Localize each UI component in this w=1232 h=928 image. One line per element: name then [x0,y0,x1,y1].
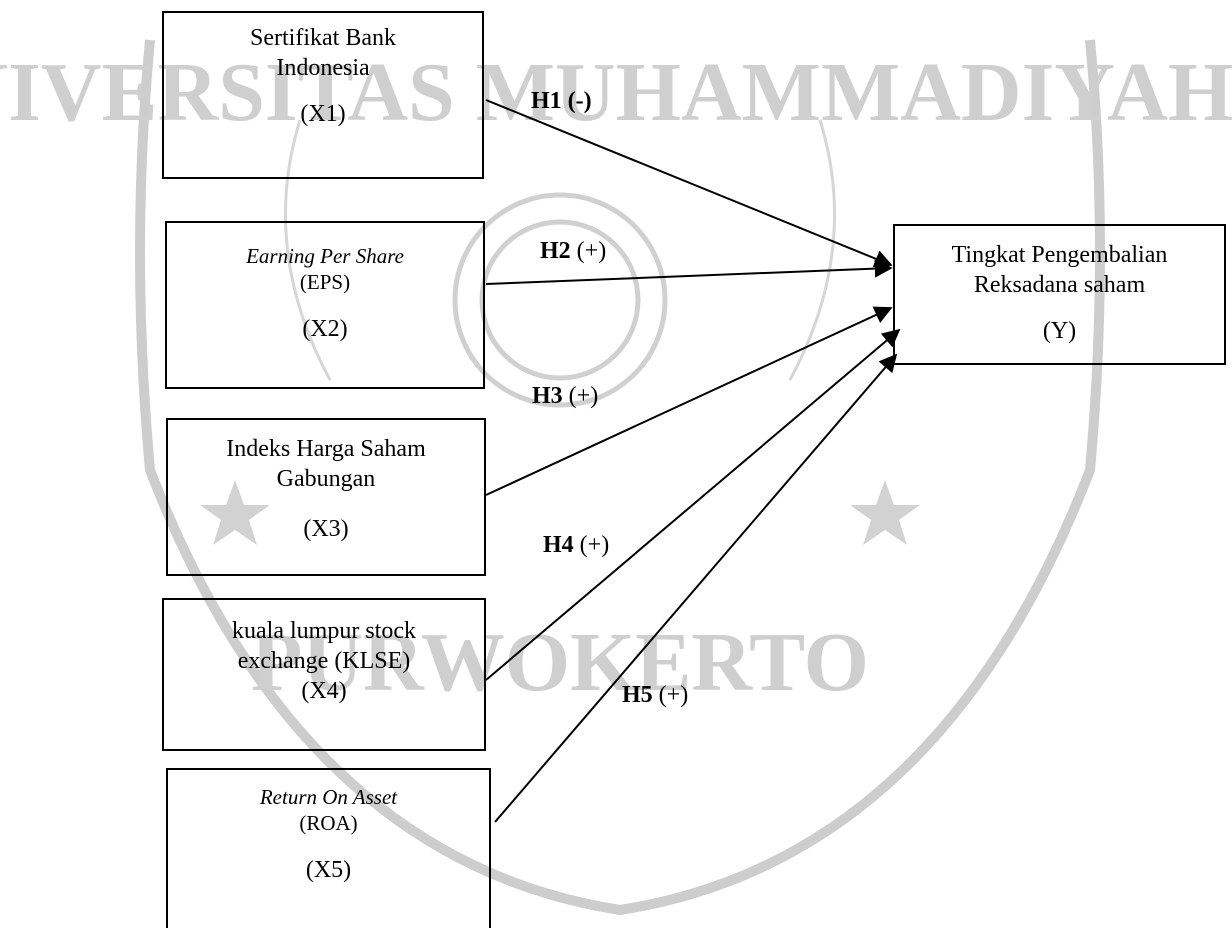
x3-name-line-1: Indeks Harga Saham [226,436,426,462]
x4-name-line-2: exchange (KLSE) [237,648,411,674]
x3-name-line-2: Gabungan [276,466,376,492]
x1-code: (X1) [300,101,346,127]
arrow-h1 [485,99,893,268]
h2-sign: (+) [576,238,607,264]
variable-box-x1: Sertifikat Bank Indonesia (X1) [162,11,484,179]
variable-box-x5: Return On Asset (ROA) (X5) [166,768,491,928]
x2-code: (X2) [302,315,348,342]
hypothesis-label-h4: H4 (+) [543,532,609,559]
x4-name-line-1: kuala lumpur stock [232,618,416,644]
y-code: (Y) [1042,318,1077,344]
svg-text:UNIVERSITAS MUHAMMADIYAH: UNIVERSITAS MUHAMMADIYAH [0,46,1232,139]
variable-box-x3: Indeks Harga Saham Gabungan (X3) [166,418,486,576]
x5-abbr: (ROA) [299,811,358,836]
x3-code: (X3) [303,516,349,542]
arrow-h5 [494,353,898,823]
h5-id: H5 [622,682,653,708]
h1-id: H1 [531,88,562,114]
arrow-h3 [485,306,893,496]
h2-id: H2 [540,238,571,264]
h4-id: H4 [543,532,574,558]
x5-code: (X5) [305,856,352,883]
x1-name-line-2: Indonesia [276,55,370,81]
x4-code: (X4) [301,678,347,704]
arrow-h2 [485,259,893,285]
x2-name: Earning Per Share [246,244,404,268]
variable-box-x4: kuala lumpur stock exchange (KLSE) (X4) [162,598,486,751]
h1-sign: (-) [567,88,592,114]
x1-name-line-1: Sertifikat Bank [250,25,396,51]
y-name-line-2: Reksadana saham [973,272,1146,298]
h5-sign: (+) [658,682,689,708]
hypothesis-label-h1: H1 (-) [531,88,592,115]
variable-box-y: Tingkat Pengembalian Reksadana saham (Y) [893,224,1226,365]
arrow-h4 [485,328,901,681]
h4-sign: (+) [579,532,610,558]
h3-sign: (+) [568,383,599,409]
variable-box-x2: Earning Per Share (EPS) (X2) [165,221,485,389]
hypothesis-label-h3: H3 (+) [532,383,598,410]
x2-abbr: (EPS) [299,270,351,295]
hypothesis-label-h2: H2 (+) [540,238,606,265]
h3-id: H3 [532,383,563,409]
y-name-line-1: Tingkat Pengembalian [951,242,1168,268]
x5-name: Return On Asset [259,785,398,809]
svg-text:PURWOKERTO: PURWOKERTO [251,616,869,709]
hypothesis-label-h5: H5 (+) [622,682,688,709]
